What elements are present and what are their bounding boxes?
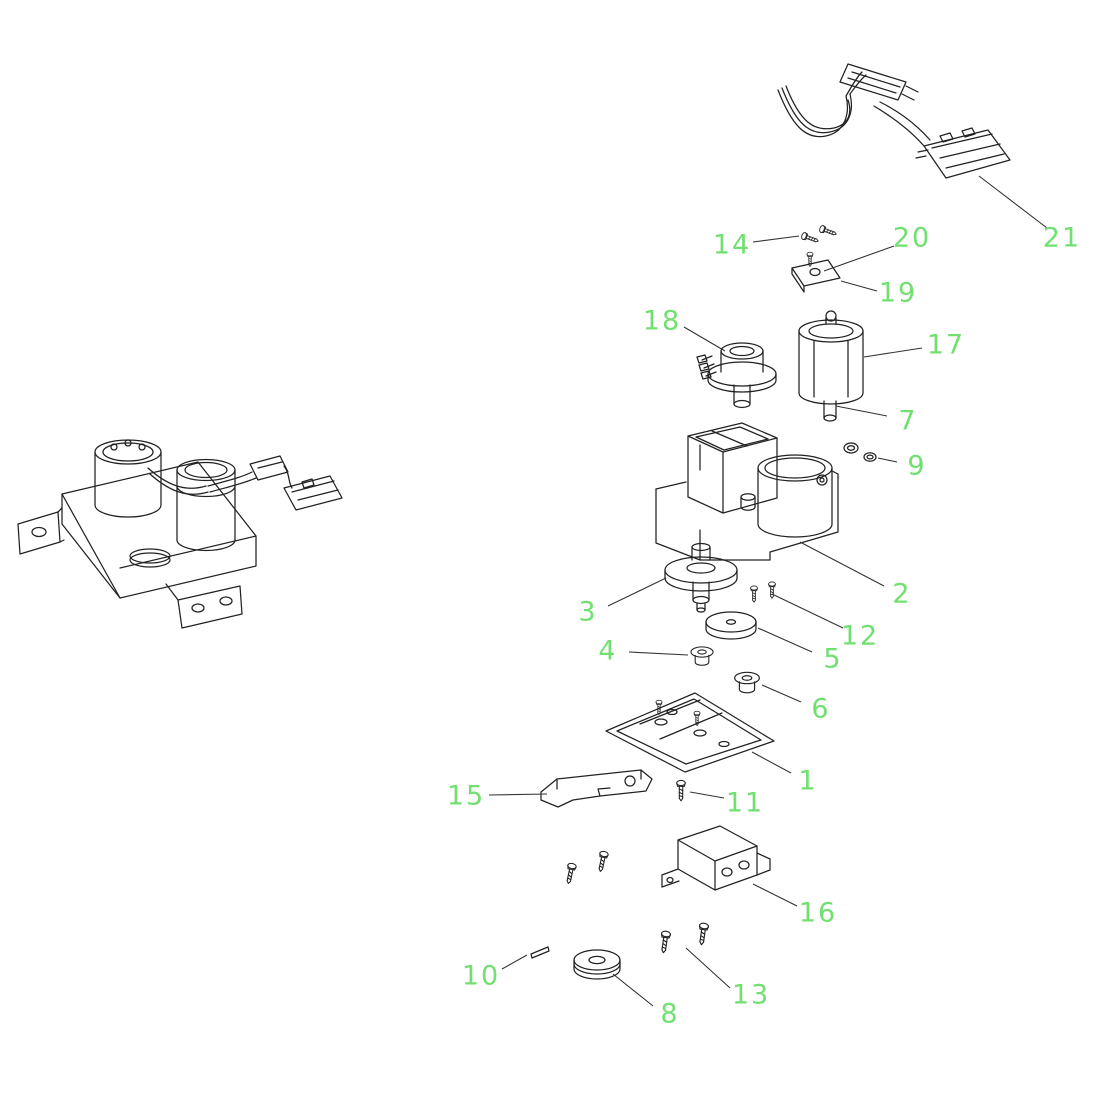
solenoid-18-illustration [696, 342, 777, 409]
leader-line-4 [628, 651, 689, 656]
leader-line-20 [823, 245, 895, 272]
bracket-16-illustration [661, 825, 771, 891]
plate-19-20-illustration [791, 251, 841, 293]
leader-line-5 [757, 627, 813, 653]
leader-line-7 [835, 405, 888, 417]
leader-line-3 [607, 577, 667, 607]
impeller-3-illustration [664, 542, 738, 613]
leader-line-21 [978, 175, 1048, 229]
housing-2-illustration [655, 422, 839, 561]
grommet-6-illustration [734, 671, 760, 694]
base-plate-1-illustration [605, 692, 775, 773]
leader-line-1 [751, 751, 792, 774]
rings-9-illustration [843, 442, 877, 462]
screws-13-illustration [658, 922, 710, 954]
leader-line-10 [501, 954, 528, 970]
leader-line-11 [689, 791, 725, 799]
grommet-4-illustration [690, 646, 714, 666]
motor-shaft-7 [823, 400, 837, 419]
disc-5-illustration [705, 611, 757, 640]
leader-line-16 [752, 883, 798, 907]
assembled-unit-illustration [17, 439, 343, 629]
leader-line-6 [761, 684, 802, 703]
leader-line-9 [877, 457, 898, 463]
wiring-harness-illustration [777, 63, 1011, 179]
disc-8-illustration [573, 949, 621, 980]
leader-line-8 [612, 973, 654, 1007]
screws-12-illustration [750, 581, 776, 603]
screws-14-illustration [800, 224, 838, 246]
leader-line-12 [771, 593, 844, 629]
leader-line-18 [683, 326, 726, 352]
leader-lines [488, 175, 1048, 1007]
leader-line-2 [799, 541, 885, 587]
bracket-15-illustration [540, 769, 653, 808]
pin-10-illustration [530, 946, 550, 959]
leader-line-15 [488, 793, 548, 796]
leader-line-14 [752, 235, 800, 243]
leader-line-13 [685, 947, 731, 989]
motor-17-illustration [798, 310, 864, 422]
screws-bracket-illustration [563, 850, 610, 885]
screw-11-illustration [676, 779, 686, 802]
leader-line-17 [863, 347, 923, 358]
leader-line-19 [840, 280, 878, 292]
